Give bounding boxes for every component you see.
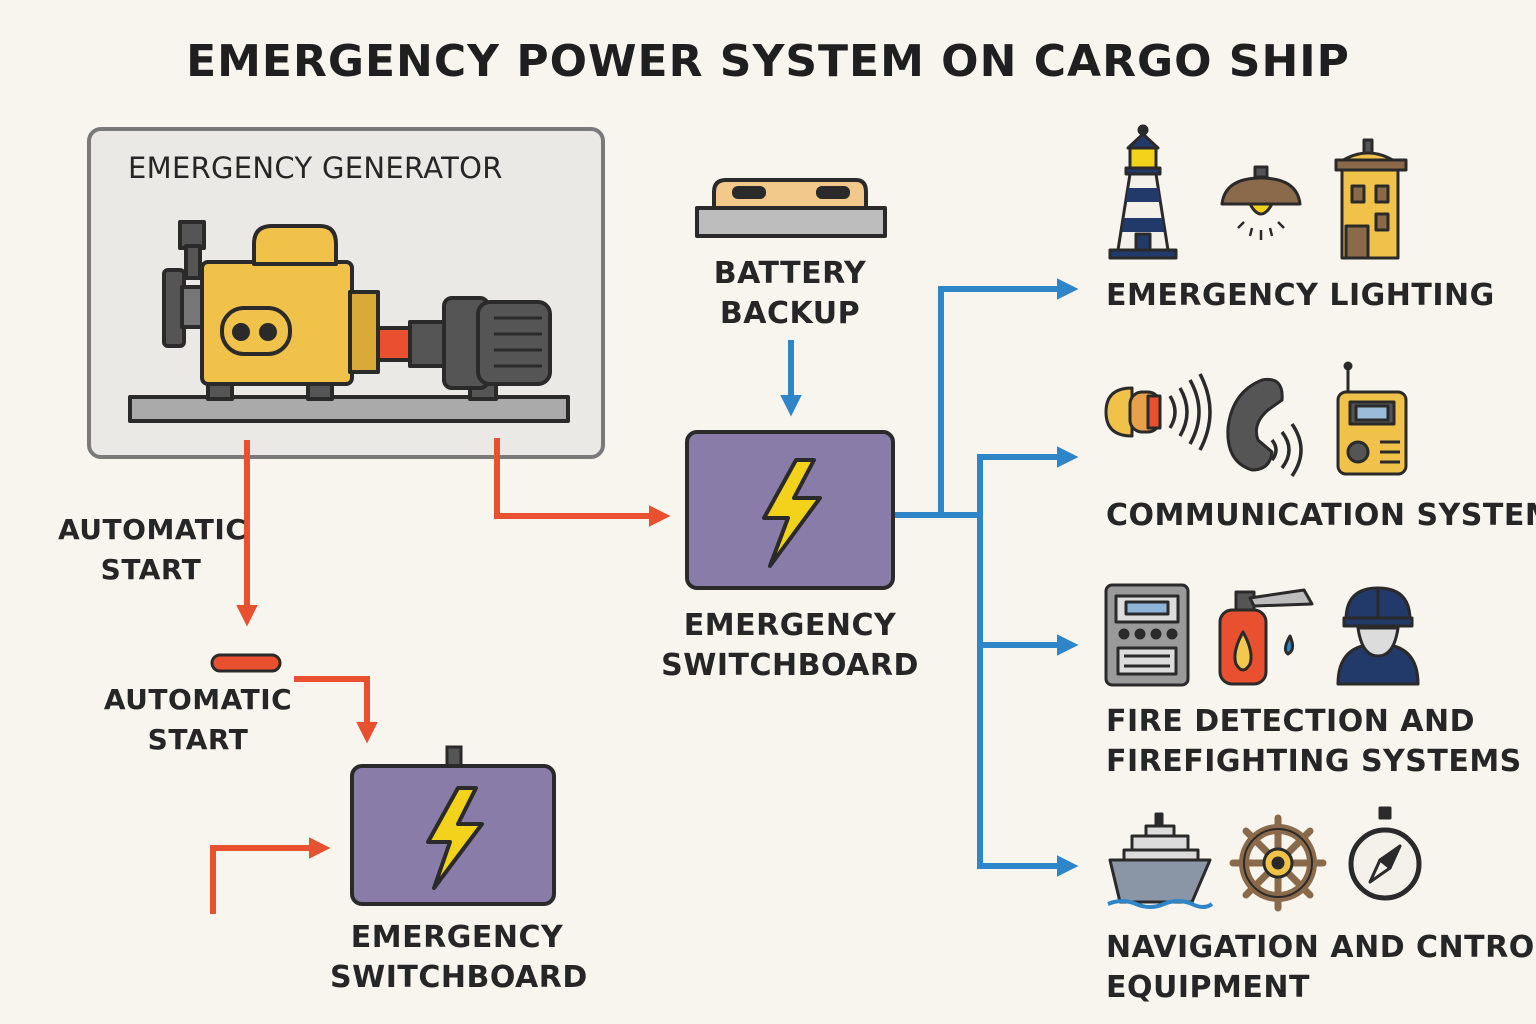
- switchboard-main-icon: [685, 430, 895, 590]
- consumer-label-line: EQUIPMENT: [1106, 970, 1310, 1005]
- switchboard-main-label: EMERGENCY SWITCHBOARD: [660, 606, 920, 686]
- battery-icon: [695, 178, 887, 238]
- battery-label-line: BACKUP: [719, 296, 861, 331]
- page-title: EMERGENCY POWER SYSTEM ON CARGO SHIP: [186, 36, 1350, 87]
- ship-icon: [1107, 812, 1214, 909]
- fire-extinguisher-icon: [1218, 588, 1314, 686]
- switchboard-label-line: EMERGENCY: [350, 920, 564, 955]
- switchboard-secondary-icon: [350, 745, 556, 906]
- consumer-label-line: COMMUNICATION SYSTEMS: [1106, 498, 1536, 533]
- consumer-emergency-lighting-label: EMERGENCY LIGHTING: [1106, 276, 1495, 316]
- battery-label: BATTERY BACKUP: [690, 254, 890, 334]
- consumer-communication-label: COMMUNICATION SYSTEMS: [1106, 496, 1536, 536]
- lightning-bolt-icon: [426, 786, 484, 890]
- automatic-start-line-1: AUTOMATIC: [103, 683, 293, 716]
- telephone-icon: [1226, 377, 1303, 477]
- consumer-fire-systems-label: FIRE DETECTION AND FIREFIGHTING SYSTEMS: [1106, 702, 1522, 782]
- lighthouse-icon: [1108, 124, 1178, 260]
- automatic-start-line-2: START: [100, 553, 202, 586]
- generator-set-icon: [128, 220, 570, 423]
- ship-wheel-icon: [1229, 814, 1327, 912]
- building-icon: [1334, 138, 1408, 260]
- lightning-bolt-icon: [762, 458, 822, 568]
- radio-icon: [1336, 361, 1408, 476]
- automatic-start-label-upper: AUTOMATIC START: [58, 510, 247, 590]
- automatic-start-label-lower: AUTOMATIC START: [100, 680, 296, 760]
- automatic-start-indicator: [210, 653, 282, 673]
- ceiling-lamp-icon: [1220, 165, 1302, 240]
- switchboard-label-line: SWITCHBOARD: [330, 960, 588, 995]
- consumer-label-line: NAVIGATION AND CNTROL: [1106, 930, 1536, 965]
- compass-icon: [1348, 806, 1422, 901]
- speaker-icon: [1104, 373, 1212, 451]
- consumer-label-line: FIRE DETECTION AND: [1106, 704, 1475, 739]
- consumer-navigation-label: NAVIGATION AND CNTROL EQUIPMENT: [1106, 928, 1536, 1008]
- consumer-label-line: FIREFIGHTING SYSTEMS: [1106, 744, 1522, 779]
- fire-panel-icon: [1104, 583, 1190, 687]
- consumer-label-line: EMERGENCY LIGHTING: [1106, 278, 1495, 313]
- automatic-start-line-2: START: [147, 723, 249, 756]
- secondary-feed-line: [210, 837, 331, 914]
- battery-label-line: BATTERY: [713, 256, 867, 291]
- start-signal-line: [294, 676, 378, 744]
- firefighter-icon: [1336, 586, 1420, 686]
- generator-output-line: [494, 438, 671, 527]
- switchboard-label-line: EMERGENCY: [683, 608, 897, 643]
- distribution-bus: [895, 278, 1079, 877]
- switchboard-secondary-label: EMERGENCY SWITCHBOARD: [330, 918, 588, 998]
- generator-label: EMERGENCY GENERATOR: [128, 151, 503, 185]
- automatic-start-line-1: AUTOMATIC: [58, 513, 247, 546]
- switchboard-label-line: SWITCHBOARD: [661, 648, 919, 683]
